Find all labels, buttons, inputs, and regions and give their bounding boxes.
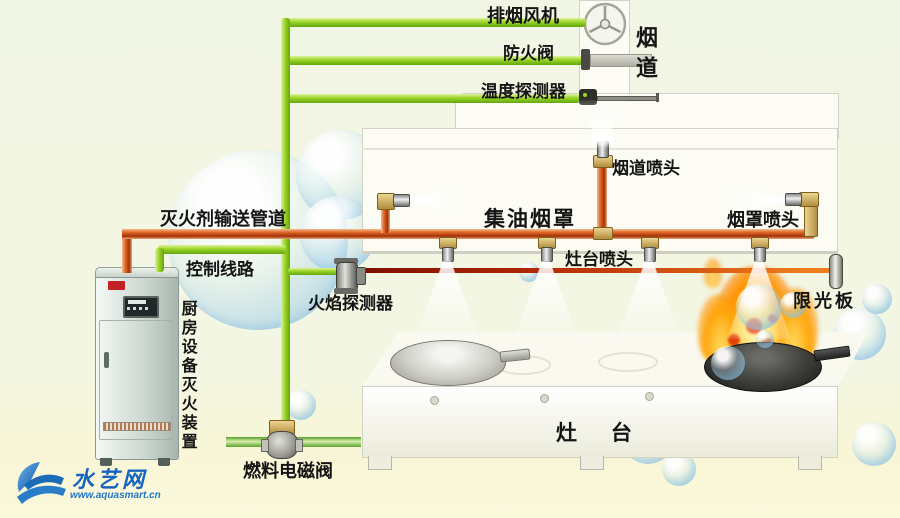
stove-foot xyxy=(798,456,822,470)
stove-screw xyxy=(540,394,549,403)
label-extinguisher-unit: 厨房设备灭火装置 xyxy=(178,300,196,452)
cabinet-brand-badge xyxy=(108,281,125,290)
label-hood-nozzle: 烟罩喷头 xyxy=(727,210,799,230)
label-stove-nozzle: 灶台喷头 xyxy=(565,250,633,269)
fire-damper-blade xyxy=(590,54,652,67)
hood-nozzle-left-pipe xyxy=(381,207,390,233)
cabinet-foot xyxy=(158,458,170,466)
cabinet-display-buttons xyxy=(127,307,149,310)
stove-burner xyxy=(598,352,658,372)
logo-url-text: www.aquasmart.cn xyxy=(70,490,161,501)
agent-pipe-main xyxy=(122,229,814,239)
green-line-exhaust-fan xyxy=(283,18,586,27)
stove-nozzle xyxy=(541,247,553,262)
fuel-valve-flange xyxy=(295,439,303,452)
cabinet-door-seam xyxy=(99,320,173,440)
agent-pipe-riser xyxy=(122,231,132,273)
label-fire-damper: 防火阀 xyxy=(503,44,554,63)
stove-front xyxy=(362,386,838,458)
light-limit-board-device xyxy=(829,254,843,289)
label-light-limit-board: 限光板 xyxy=(793,291,856,311)
label-agent-pipe: 灭火剂输送管道 xyxy=(160,209,286,229)
flue-nozzle-pipe xyxy=(597,163,607,229)
label-flame-detector: 火焰探测器 xyxy=(308,294,393,313)
green-line-fire-damper xyxy=(283,56,583,65)
stove-nozzle xyxy=(442,247,454,262)
stove-nozzle xyxy=(754,247,766,262)
hood-nozzle-right xyxy=(785,193,802,206)
aquasmart-logo: 水艺网 www.aquasmart.cn xyxy=(10,456,190,512)
green-trunk-line xyxy=(281,18,290,424)
stove-foot xyxy=(580,456,604,470)
bubble xyxy=(711,346,745,380)
cabinet-display-readout xyxy=(128,300,146,304)
flue-pipe-tee xyxy=(593,227,613,240)
fuel-valve-body xyxy=(266,431,298,459)
cabinet-foot xyxy=(100,458,112,466)
flame-detector-cap xyxy=(334,288,358,294)
label-stove: 灶 台 xyxy=(556,422,646,445)
flame-detector-cap xyxy=(334,258,358,264)
stove-screw xyxy=(430,396,439,405)
bubble xyxy=(852,422,896,466)
fuel-valve-flange xyxy=(261,439,269,452)
label-exhaust-fan: 排烟风机 xyxy=(487,6,559,26)
stove-screw xyxy=(645,392,654,401)
label-flue-nozzle: 烟道喷头 xyxy=(612,159,680,178)
stove-foot xyxy=(368,456,392,470)
label-temperature-detector: 温度探测器 xyxy=(481,82,566,101)
temperature-detector-led xyxy=(583,93,587,97)
flame-detector-lens xyxy=(356,267,366,285)
control-line-drop xyxy=(155,248,164,272)
exhaust-fan-icon xyxy=(583,2,627,46)
spray-mist xyxy=(590,132,614,146)
fire-damper-device xyxy=(581,49,590,70)
aquasmart-logo-icon xyxy=(17,462,66,504)
bubble xyxy=(780,292,806,318)
hood-nozzle-right-elbow xyxy=(799,192,819,207)
label-grease-hood: 集油烟罩 xyxy=(484,208,576,231)
cabinet-label-strip xyxy=(103,422,171,431)
green-line-temp-detector xyxy=(283,94,580,103)
label-control-line: 控制线路 xyxy=(186,260,254,279)
bubble xyxy=(862,284,892,314)
bubble xyxy=(736,284,782,330)
hood-nozzle-left xyxy=(393,194,410,207)
bubble xyxy=(286,390,316,420)
stove-nozzle xyxy=(644,247,656,262)
flame-detection-line xyxy=(358,268,830,273)
temperature-detector-probe-tip xyxy=(656,93,659,102)
logo-brand-text: 水艺网 xyxy=(72,467,148,492)
control-line-flame-detector xyxy=(288,268,338,275)
control-line-to-unit xyxy=(158,245,286,254)
bubble xyxy=(756,330,774,348)
label-fuel-solenoid-valve: 燃料电磁阀 xyxy=(243,461,333,481)
wok xyxy=(390,340,506,386)
cabinet-door-handle xyxy=(104,352,109,368)
label-flue: 烟道 xyxy=(633,26,658,86)
